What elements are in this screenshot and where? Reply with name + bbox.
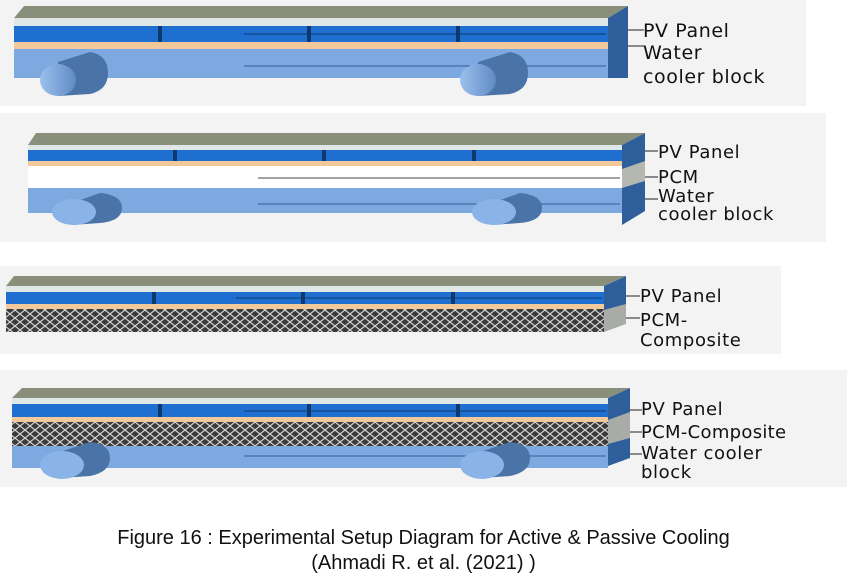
cooling-tube-right: [460, 52, 528, 96]
panel-4-graphic: [12, 388, 642, 479]
light-strip: [14, 18, 608, 26]
diagram-panel-3: PV Panel PCM- Composite: [0, 266, 781, 354]
cooling-tube-left: [40, 52, 108, 96]
label-water-cooler: Water cooler: [641, 443, 763, 464]
label-pcm-composite: PCM-Composite: [641, 422, 787, 443]
label-block: block: [641, 462, 692, 483]
label-cooler-block: cooler block: [658, 204, 775, 225]
caption-line-1: Figure 16 : Experimental Setup Diagram f…: [117, 527, 730, 549]
label-pv-panel: PV Panel: [643, 20, 730, 42]
panel-3-graphic: [6, 276, 640, 332]
label-composite: Composite: [640, 330, 742, 351]
top-cover: [12, 388, 630, 398]
panel-1-graphic: [14, 6, 644, 96]
figure-caption: Figure 16 : Experimental Setup Diagram f…: [0, 526, 847, 576]
panel-2-graphic: [28, 133, 658, 225]
pcm-composite-layer: [12, 422, 608, 446]
label-water: Water: [658, 186, 715, 207]
label-pv-panel: PV Panel: [658, 142, 741, 163]
pcm-composite-layer: [6, 309, 604, 332]
diagram-panel-2: PV Panel PCM Water cooler block: [0, 113, 826, 242]
top-cover: [14, 6, 628, 18]
label-cooler-block: cooler block: [643, 66, 766, 88]
cooling-tube-right: [460, 442, 530, 479]
top-cover: [6, 276, 626, 286]
label-pv-panel: PV Panel: [640, 286, 723, 307]
label-pcm: PCM-: [640, 310, 688, 331]
diagram-panel-4: PV Panel PCM-Composite Water cooler bloc…: [0, 370, 847, 487]
water-cooler-layer: [12, 446, 608, 468]
cooling-tube-right: [472, 193, 542, 225]
pcm-layer: [28, 166, 622, 188]
cooling-tube-left: [40, 442, 110, 479]
tan-strip: [14, 42, 608, 49]
label-pv-panel: PV Panel: [641, 399, 724, 420]
caption-line-2: (Ahmadi R. et al. (2021) ): [311, 552, 536, 574]
top-cover: [28, 133, 645, 145]
label-water: Water: [643, 42, 703, 64]
label-pcm: PCM: [658, 167, 699, 188]
cooling-tube-left: [52, 193, 122, 225]
diagram-panel-1: PV Panel Water cooler block: [0, 0, 806, 106]
